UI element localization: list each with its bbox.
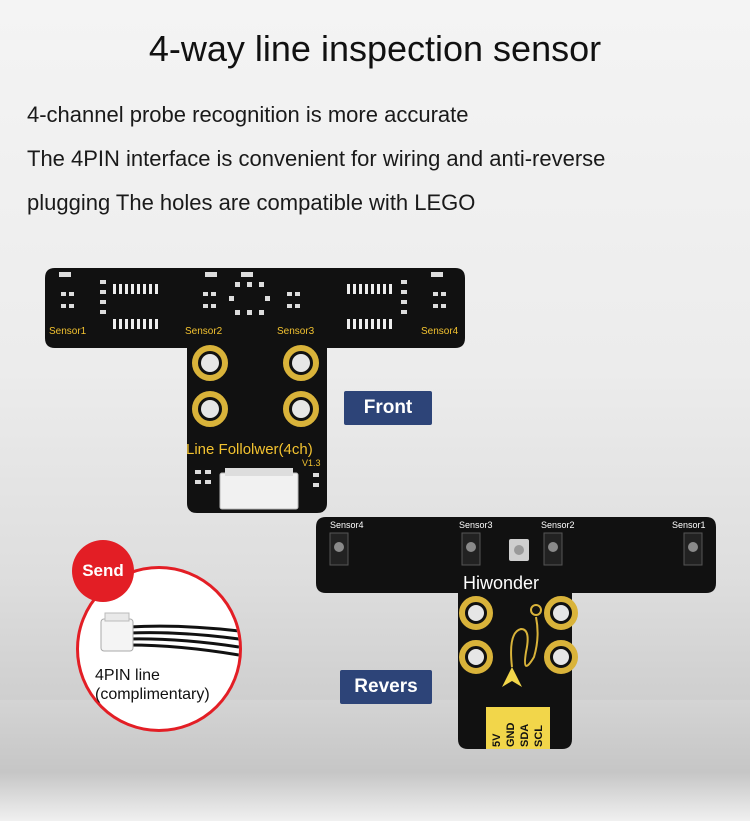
front-sensor-label-3: Sensor3 [277,326,315,337]
front-board-name: Line Follolwer(4ch) [186,441,313,458]
front-sensor-label-1: Sensor1 [49,326,87,337]
back-brand: Hiwonder [463,573,539,593]
cable-label: 4PIN line (complimentary) [95,666,210,704]
back-board: Sensor4 Sensor3 Sensor2 Sensor1 Hiwonder [316,517,716,752]
front-tag: Front [344,391,432,425]
back-sensor-label-4: Sensor4 [330,520,364,530]
page-title: 4-way line inspection sensor [148,28,602,69]
send-badge: Send [72,540,134,602]
description-line-2: The 4PIN interface is convenient for wir… [27,146,606,171]
front-board: Sensor1 Sensor2 Sensor3 Sensor4 [45,268,470,518]
pin-scl: SCL [533,725,545,747]
pin-gnd: GND [505,723,517,748]
reverse-tag: Revers [340,670,432,704]
pin-5v: 5V [491,733,503,747]
front-sensor-label-2: Sensor2 [185,326,223,337]
back-sensor-label-3: Sensor3 [459,520,493,530]
pin-sda: SDA [519,724,531,747]
front-board-version: V1.3 [302,458,321,468]
description-line-3: plugging The holes are compatible with L… [27,190,476,215]
front-sensor-label-4: Sensor4 [421,326,459,337]
cable-label-line-1: 4PIN line [95,667,160,684]
back-sensor-label-1: Sensor1 [672,520,706,530]
cable-label-line-2: (complimentary) [95,686,210,703]
description-line-1: 4-channel probe recognition is more accu… [27,102,469,127]
back-sensor-label-2: Sensor2 [541,520,575,530]
